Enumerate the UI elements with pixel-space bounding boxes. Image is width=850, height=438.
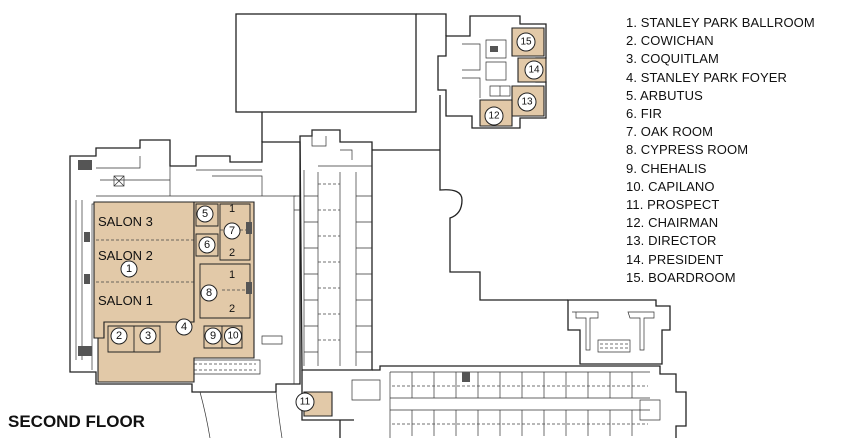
lower-wing: [199, 299, 687, 438]
legend-item: 3. COQUITLAM: [626, 51, 719, 67]
salon-2-label: SALON 2: [98, 248, 153, 263]
floor-title: SECOND FLOOR: [8, 412, 145, 431]
svg-text:7: 7: [229, 225, 235, 237]
legend-item: 7. OAK ROOM: [626, 124, 714, 140]
legend-item: 14. PRESIDENT: [626, 251, 724, 267]
legend-item: 9. CHEHALIS: [626, 160, 707, 176]
svg-text:1: 1: [126, 263, 132, 275]
guest-room-wing: [293, 129, 373, 384]
svg-text:9: 9: [210, 330, 216, 342]
room-marker-15[interactable]: 15: [516, 32, 536, 52]
legend-item: 1. STANLEY PARK BALLROOM: [626, 15, 815, 30]
room-marker-10[interactable]: 10: [224, 327, 242, 345]
room-marker-3[interactable]: 3: [139, 327, 157, 345]
svg-text:8: 8: [206, 287, 212, 299]
cypress-room-part-label: 1: [229, 269, 235, 281]
room-legend: 1. STANLEY PARK BALLROOM 2. COWICHAN 3. …: [626, 14, 815, 287]
room-marker-6[interactable]: 6: [198, 236, 216, 254]
salon-3-label: SALON 3: [98, 214, 153, 229]
room-marker-12[interactable]: 12: [484, 106, 504, 126]
legend-item: 13. DIRECTOR: [626, 233, 717, 249]
legend-item: 6. FIR: [626, 106, 662, 122]
svg-text:3: 3: [145, 330, 151, 342]
legend-item: 2. COWICHAN: [626, 33, 714, 49]
room-marker-8[interactable]: 8: [200, 284, 218, 302]
legend-item: 11. PROSPECT: [626, 197, 720, 213]
svg-text:4: 4: [181, 321, 187, 333]
svg-text:13: 13: [521, 97, 533, 108]
room-marker-14[interactable]: 14: [524, 60, 544, 80]
svg-text:12: 12: [488, 111, 500, 122]
oak-room-part-label: 2: [229, 247, 235, 259]
svg-text:11: 11: [300, 397, 311, 408]
svg-text:6: 6: [204, 239, 210, 251]
connector-walls: [261, 95, 441, 150]
legend-item: 10. CAPILANO: [626, 178, 715, 194]
main-building: [69, 139, 301, 393]
salon-1-label: SALON 1: [98, 293, 153, 308]
svg-text:10: 10: [227, 331, 239, 342]
room-marker-2[interactable]: 2: [110, 327, 128, 345]
room-marker-1[interactable]: 1: [120, 260, 138, 278]
svg-text:5: 5: [202, 208, 208, 220]
room-marker-13[interactable]: 13: [517, 92, 537, 112]
legend-item: 15. BOARDROOM: [626, 269, 736, 285]
room-marker-7[interactable]: 7: [223, 222, 241, 240]
large-hall-block: [235, 13, 417, 113]
room-marker-11[interactable]: 11: [295, 392, 315, 412]
cypress-room-part-label: 2: [229, 303, 235, 315]
legend-item: 8. CYPRESS ROOM: [626, 142, 749, 158]
svg-text:2: 2: [116, 330, 122, 342]
svg-text:14: 14: [528, 65, 540, 76]
legend-item: 5. ARBUTUS: [626, 87, 703, 103]
legend-item: 12. CHAIRMAN: [626, 215, 719, 231]
room-marker-5[interactable]: 5: [196, 205, 214, 223]
oak-room-part-label: 1: [229, 203, 235, 215]
room-marker-4[interactable]: 4: [175, 318, 193, 336]
legend-item: 4. STANLEY PARK FOYER: [626, 69, 788, 85]
connector-corridor: [439, 150, 568, 301]
room-marker-9[interactable]: 9: [204, 327, 222, 345]
svg-text:15: 15: [520, 37, 532, 48]
upper-connector: [416, 13, 447, 36]
